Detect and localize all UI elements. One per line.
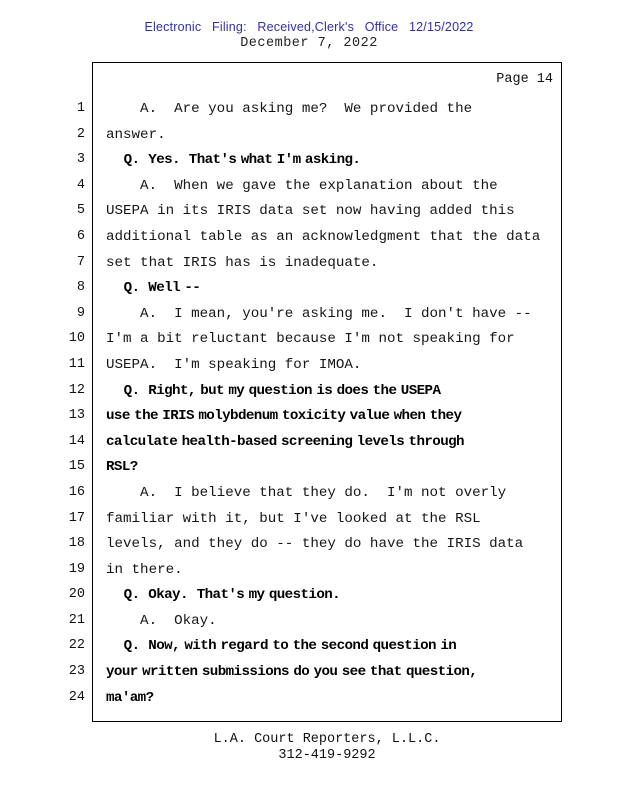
transcript-line: 13 use the IRIS molybdenum toxicity value… xyxy=(69,403,561,429)
line-text: A. Are you asking me? We provided the xyxy=(106,101,473,117)
line-number: 6 xyxy=(76,228,85,244)
line-text: familiar with it, but I've looked at the… xyxy=(106,510,481,527)
transcript-line: 4 A. When we gave the explanation about … xyxy=(77,173,561,199)
line-text: A. I mean, you're asking me. I don't hav… xyxy=(106,305,532,322)
transcript-line: 22 Q. Now, with regard to the second que… xyxy=(69,633,561,659)
transcript-line: 8 Q. Well -- xyxy=(77,275,561,301)
line-number: 12 xyxy=(68,382,85,398)
line-text: ma'am? xyxy=(106,689,154,706)
transcript-line: 17 familiar with it, but I've looked at t… xyxy=(69,506,561,532)
line-number: 11 xyxy=(68,356,85,372)
transcript-line: 23 your written submissions do you see th… xyxy=(69,659,561,685)
transcript-line: 3 Q. Yes. That's what I'm asking. xyxy=(77,147,561,173)
transcript-line: 6 additional table as an acknowledgment t… xyxy=(77,224,561,250)
hearing-date: December 7, 2022 xyxy=(240,36,378,51)
line-text: levels, and they do -- they do have the … xyxy=(106,536,524,553)
transcript-line: 20 Q. Okay. That's my question. xyxy=(69,582,561,608)
line-text: I'm a bit reluctant because I'm not spea… xyxy=(106,331,515,348)
line-text: RSL? xyxy=(106,459,138,476)
line-number: 19 xyxy=(68,561,85,577)
line-number: 15 xyxy=(68,459,85,475)
line-number: 5 xyxy=(76,203,85,219)
line-text: A. I believe that they do. I'm not overl… xyxy=(106,484,507,501)
transcript-line: 21 A. Okay. xyxy=(69,608,561,634)
line-number: 10 xyxy=(68,331,85,347)
transcript-line: 12 Q. Right, but my question is does the… xyxy=(69,378,561,404)
line-text: USEPA. I'm speaking for IMOA. xyxy=(106,356,362,373)
line-number: 16 xyxy=(68,484,85,500)
line-text: A. Okay. xyxy=(106,612,217,629)
line-text: Q. Yes. That's what I'm asking. xyxy=(106,152,361,169)
line-text: additional table as an acknowledgment th… xyxy=(106,228,541,245)
line-number: 4 xyxy=(76,177,85,193)
line-number: 23 xyxy=(68,664,85,680)
line-number: 24 xyxy=(68,689,85,705)
line-number: 21 xyxy=(68,612,85,628)
reporter-footer: L.A. Court Reporters, L.L.C. 312-419-929… xyxy=(92,732,562,763)
line-number: 3 xyxy=(76,152,85,168)
line-text: Q. Right, but my question is does the US… xyxy=(106,382,441,399)
line-text: Q. Now, with regard to the second questi… xyxy=(106,638,457,655)
line-text: USEPA in its IRIS data set now having ad… xyxy=(106,203,515,220)
line-text: answer. xyxy=(106,126,166,143)
line-number: 8 xyxy=(76,280,85,296)
line-number: 7 xyxy=(76,254,85,270)
transcript-line: 14 calculate health-based screening level… xyxy=(69,429,561,455)
line-number: 2 xyxy=(76,126,85,142)
transcript-line: 7 set that IRIS has is inadequate. xyxy=(77,250,561,276)
line-text: A. When we gave the explanation about th… xyxy=(106,177,498,194)
line-number: 14 xyxy=(68,433,85,449)
transcript-line: 11 USEPA. I'm speaking for IMOA. xyxy=(69,352,561,378)
line-text: use the IRIS molybdenum toxicity value w… xyxy=(106,408,462,425)
line-number: 20 xyxy=(68,587,85,603)
line-number: 18 xyxy=(68,536,85,552)
transcript-line: 9 A. I mean, you're asking me. I don't h… xyxy=(77,301,561,327)
transcript-line: 16 A. I believe that they do. I'm not ov… xyxy=(69,480,561,506)
line-number: 17 xyxy=(68,510,85,526)
line-text: in there. xyxy=(106,561,183,578)
efiling-stamp: Electronic Filing: Received,Clerk's Offi… xyxy=(144,20,474,34)
transcript-line: 2 answer. xyxy=(77,122,561,148)
line-number: 9 xyxy=(76,305,85,321)
reporter-phone: 312-419-9292 xyxy=(278,748,376,763)
line-number: 13 xyxy=(68,408,85,424)
transcript-line: 1 A. Are you asking me? We provided the xyxy=(77,96,561,122)
line-number: 22 xyxy=(68,638,85,654)
line-text: your written submissions do you see that… xyxy=(106,664,478,681)
line-number: 1 xyxy=(76,101,85,116)
line-text: calculate health-based screening levels … xyxy=(106,433,465,450)
transcript-line: 10 I'm a bit reluctant because I'm not sp… xyxy=(69,326,561,352)
line-text: Q. Okay. That's my question. xyxy=(106,587,341,604)
page-number-label: Page 14 xyxy=(496,72,553,87)
transcript-line: 5 USEPA in its IRIS data set now having a… xyxy=(77,198,561,224)
transcript-line: 18 levels, and they do -- they do have th… xyxy=(69,531,561,557)
transcript-line: 15 RSL? xyxy=(69,454,561,480)
transcript-line: 24 ma'am? xyxy=(69,685,561,711)
line-text: set that IRIS has is inadequate. xyxy=(106,254,379,271)
transcript-page-box: Page 14 1 A. Are you asking me? We provi… xyxy=(69,62,562,722)
reporter-company: L.A. Court Reporters, L.L.C. xyxy=(213,732,441,747)
line-text: Q. Well -- xyxy=(106,280,201,297)
transcript-line: 19 in there. xyxy=(69,557,561,583)
